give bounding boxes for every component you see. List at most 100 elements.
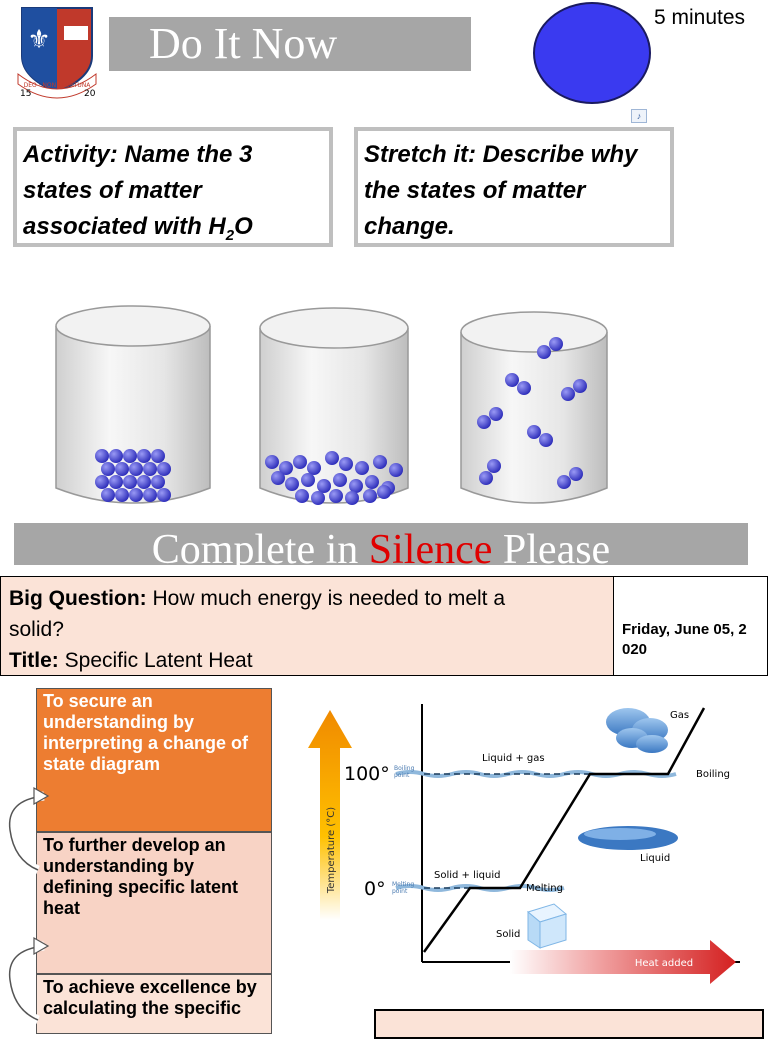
date-line-2: 020 [622, 641, 648, 658]
objective-secure: To secure an understanding by interpreti… [36, 688, 272, 832]
page-title: Do It Now [109, 17, 471, 71]
particle [317, 479, 331, 493]
audio-note-icon[interactable]: ♪ [631, 109, 647, 123]
particle [345, 491, 359, 505]
particle [355, 461, 369, 475]
change-of-state-diagram: Temperature (°C) Heat added 100° Boiling… [308, 704, 740, 984]
particle [95, 449, 109, 463]
stretch-line-3: change. [364, 213, 455, 240]
particle [271, 471, 285, 485]
svg-text:⚜: ⚜ [27, 25, 50, 55]
big-question-text: How much energy is needed to melt a [146, 587, 506, 610]
particle [537, 345, 551, 359]
liquid-label: Liquid [640, 853, 670, 864]
particle [157, 462, 171, 476]
stretch-line-1: Stretch it: Describe why [364, 141, 638, 168]
progression-arrows [5, 786, 50, 1025]
particle [295, 489, 309, 503]
silence-banner: Complete in Silence Please [14, 523, 748, 565]
particle [539, 433, 553, 447]
ice-cube-icon [526, 903, 568, 949]
gas-label: Gas [670, 710, 689, 721]
particle [557, 475, 571, 489]
boiling-temp: 100° [344, 763, 390, 785]
beaker-solid [55, 305, 211, 504]
timer-label: 5 minutes [654, 6, 746, 29]
temperature-arrow: Temperature (°C) [308, 710, 352, 920]
svg-text:point: point [394, 772, 410, 779]
y-axis-label: Temperature (°C) [326, 807, 337, 894]
big-question-label: Big Question: [9, 587, 147, 610]
heating-curve [422, 707, 706, 953]
curved-arrow-icon [5, 786, 50, 875]
particle [477, 415, 491, 429]
particle [95, 475, 109, 489]
boiling-label: Boiling [696, 769, 730, 780]
activity-line-1: Activity: Name the 3 [23, 141, 253, 168]
particle [527, 425, 541, 439]
melting-temp: 0° [364, 878, 386, 900]
particle [293, 455, 307, 469]
particle [143, 488, 157, 502]
particle [365, 475, 379, 489]
silence-word: Silence [368, 527, 493, 565]
objective-develop: To further develop an understanding by d… [36, 832, 272, 974]
particle [123, 475, 137, 489]
particle [311, 491, 325, 505]
particle [157, 488, 171, 502]
particle [129, 488, 143, 502]
svg-text:point: point [392, 888, 408, 895]
particle [349, 479, 363, 493]
date-box: Friday, June 05, 2 020 [614, 576, 768, 676]
particle [573, 379, 587, 393]
stretch-box: Stretch it: Describe why the states of m… [354, 127, 674, 247]
title-label: Title: [9, 649, 59, 672]
big-question-box: Big Question: How much energy is needed … [0, 576, 614, 676]
heat-added-arrow: Heat added [510, 940, 736, 984]
particle [373, 455, 387, 469]
particle [329, 489, 343, 503]
particle [339, 457, 353, 471]
particle [123, 449, 137, 463]
melting-label: Melting [526, 883, 563, 894]
particle [115, 488, 129, 502]
gas-particles [477, 337, 587, 489]
liquid-gas-label: Liquid + gas [482, 753, 545, 764]
crest-motto: DEO · NON · FORTUNA [24, 82, 92, 89]
particle [363, 489, 377, 503]
activity-line-3: associated with H2O [23, 213, 253, 244]
svg-text:Boiling: Boiling [394, 765, 415, 772]
activity-line-2: states of matter [23, 177, 202, 204]
particle [101, 488, 115, 502]
particle [487, 459, 501, 473]
particle [151, 475, 165, 489]
heat-added-label: Heat added [635, 958, 693, 969]
particle [101, 462, 115, 476]
particle [129, 462, 143, 476]
big-question-text-2: solid? [9, 618, 64, 641]
particle [301, 473, 315, 487]
solid-particles [95, 449, 171, 502]
particle [137, 449, 151, 463]
particle [569, 467, 583, 481]
particle [143, 462, 157, 476]
particle [549, 337, 563, 351]
crest-year-left: 15 [20, 89, 31, 99]
particle [109, 449, 123, 463]
particle [279, 461, 293, 475]
particle [561, 387, 575, 401]
particle [307, 461, 321, 475]
date-line-1: Friday, June 05, 2 [622, 621, 747, 638]
svg-text:Melting: Melting [392, 881, 414, 888]
particle [109, 475, 123, 489]
timer-circle [533, 2, 651, 104]
particle [505, 373, 519, 387]
stretch-line-2: the states of matter [364, 177, 586, 204]
particle [285, 477, 299, 491]
states-of-matter-beakers [55, 305, 608, 505]
particle [333, 473, 347, 487]
h2o-subscript: 2 [225, 226, 235, 244]
particle [517, 381, 531, 395]
particle [325, 451, 339, 465]
particle [115, 462, 129, 476]
